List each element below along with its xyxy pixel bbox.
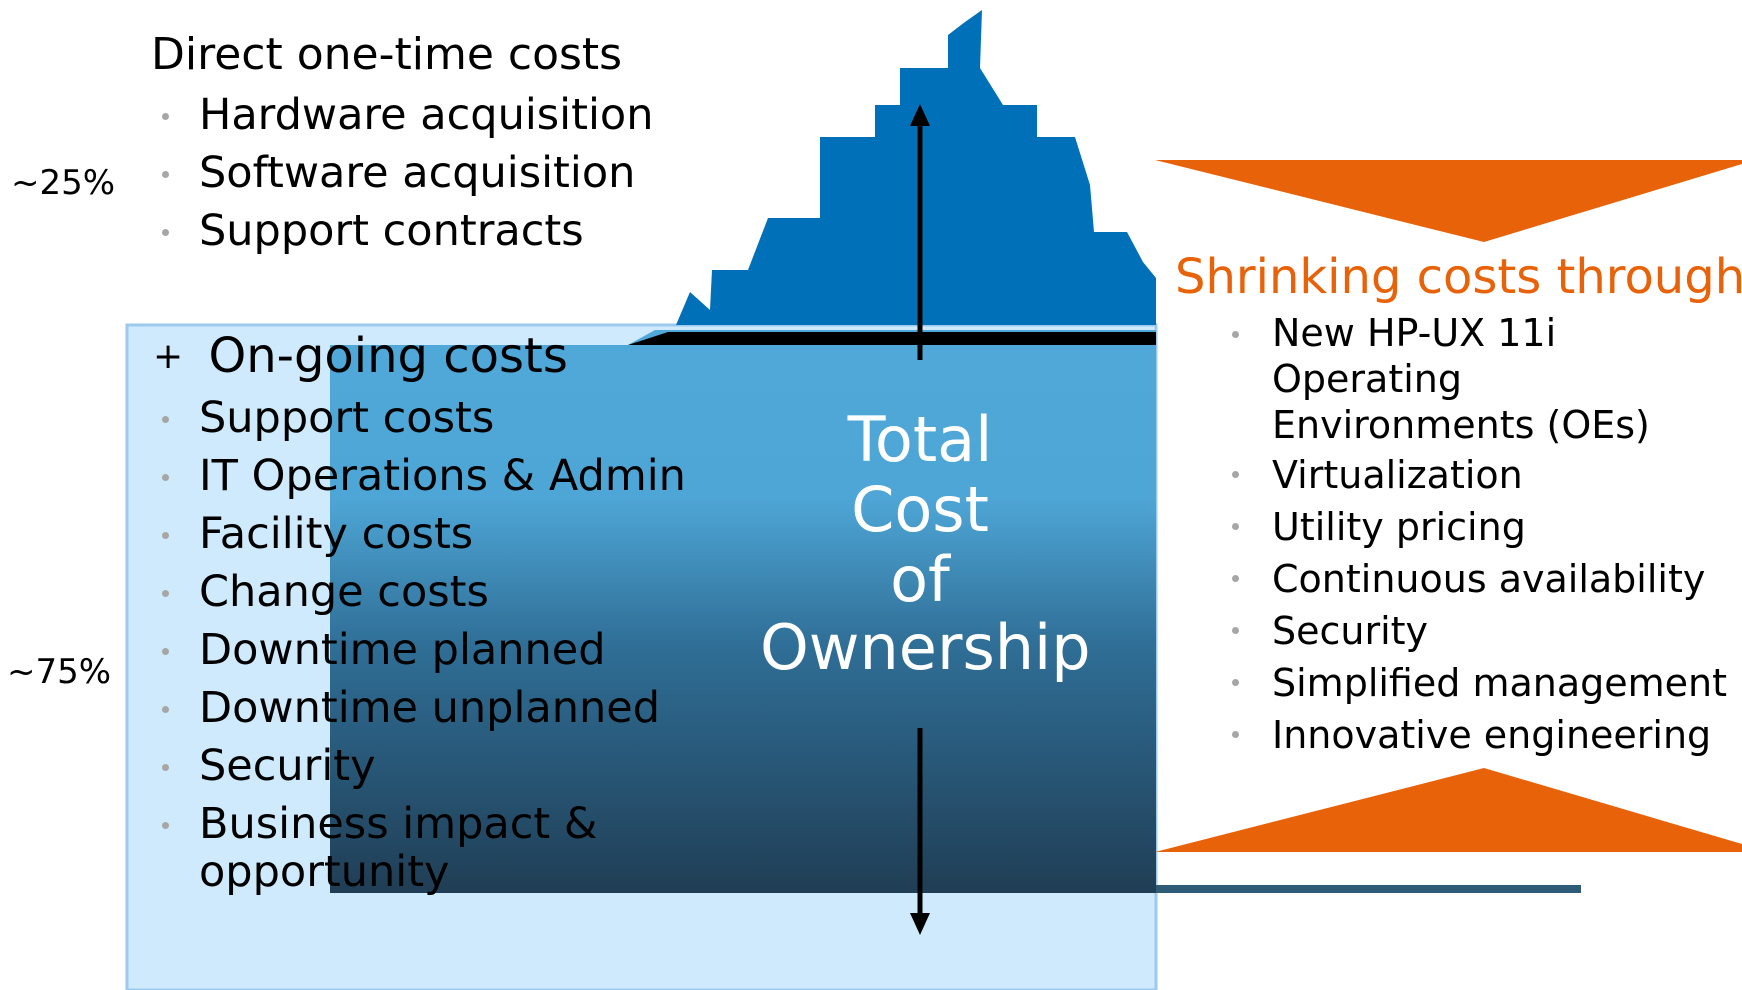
list-item: Support costs (162, 394, 686, 452)
ongoing-costs-title: On-going costs (208, 328, 568, 384)
list-item: Change costs (162, 568, 686, 626)
shrink-arrow-bottom (1155, 768, 1742, 852)
list-item: New HP-UX 11i Operating Environments (OE… (1232, 310, 1732, 448)
iceberg-underwater (330, 345, 1156, 893)
list-item: Hardware acquisition (161, 91, 653, 149)
list-item: Downtime planned (162, 626, 686, 684)
list-item: Support contracts (161, 207, 653, 265)
plus-sign: + (153, 336, 184, 377)
list-item: Downtime unplanned (162, 684, 686, 742)
tco-arrow-up-head (910, 104, 930, 126)
tco-line-of: of (890, 543, 950, 616)
waterline (628, 332, 1156, 345)
shrinking-list: New HP-UX 11i Operating Environments (OE… (1232, 310, 1732, 762)
list-item: Security (1232, 606, 1732, 656)
tco-line-cost: Cost (851, 473, 989, 546)
shrinking-heading: Shrinking costs through: (1175, 249, 1742, 305)
iceberg-tip (676, 10, 1156, 325)
tco-line-ownership: Ownership (760, 611, 1091, 684)
list-item: Virtualization (1232, 450, 1732, 500)
list-item: Simplified management (1232, 658, 1732, 708)
list-item: Security (162, 742, 686, 800)
list-item: Continuous availability (1232, 554, 1732, 604)
ongoing-share-label: ~75% (7, 652, 112, 692)
ongoing-costs-heading: + On-going costs (153, 332, 568, 380)
direct-costs-heading: Direct one-time costs (151, 29, 623, 80)
direct-costs-list: Hardware acquisition Software acquisitio… (161, 91, 653, 265)
list-item: Software acquisition (161, 149, 653, 207)
tco-line-total: Total (847, 403, 993, 476)
list-item: Innovative engineering (1232, 710, 1732, 760)
tco-arrow-down-head (910, 913, 930, 935)
list-item: Utility pricing (1232, 502, 1732, 552)
list-item: Business impact & opportunity (162, 799, 598, 897)
shrink-arrow-top (1155, 160, 1742, 242)
list-item: IT Operations & Admin (162, 452, 686, 510)
list-item: Facility costs (162, 510, 686, 568)
ongoing-costs-list: Support costs IT Operations & Admin Faci… (162, 394, 686, 897)
direct-share-label: ~25% (11, 163, 116, 203)
iceberg-base-line (1156, 885, 1581, 893)
